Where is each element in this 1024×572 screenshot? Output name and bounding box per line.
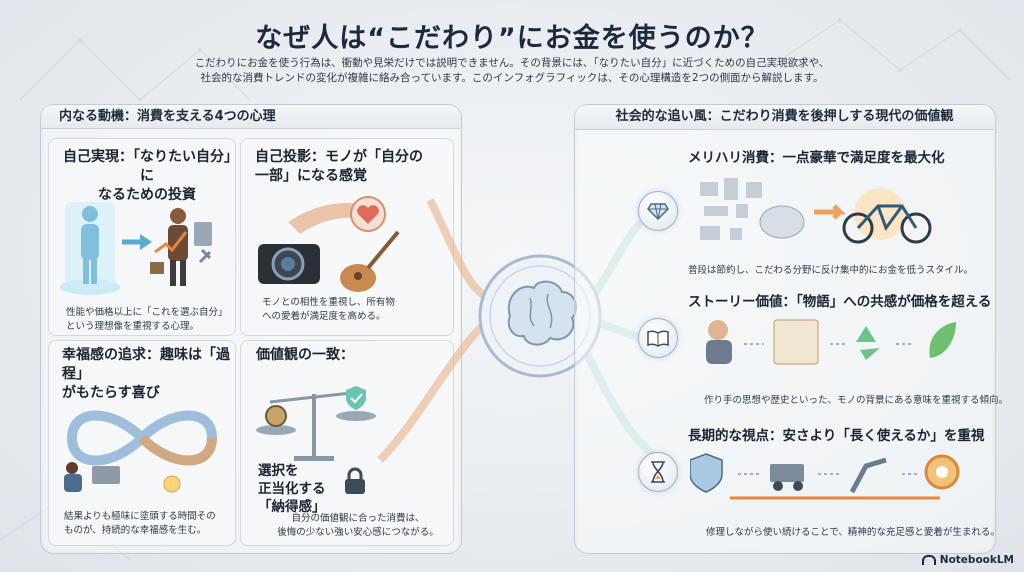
brand-text: NotebookLM (939, 554, 1014, 566)
self-realization-illustration (60, 202, 212, 295)
happiness-illustration (64, 410, 218, 493)
row-longterm-text: 修理しながら使い続けることで、精神的な充足感と愛着が生まれる。 (706, 527, 1000, 538)
right-panel-heading-text: 社会的な追い風：こだわり消費を後押しする現代の価値観 (615, 109, 954, 124)
cell-self-projection-text: モノとの相性を重視し、所有物 への愛着が満足度を高める。 (262, 297, 395, 322)
cell-happiness-title: 幸福感の追求：趣味は「過程」 がもたらす喜び (62, 347, 230, 401)
cell-happiness-text: 結果よりも極味に塗頭する時間その ものが、持続的な幸福感を生む。 (64, 511, 216, 536)
cell-self-realization-title: 自己実現：「なりたい自分」に なるための投資 (63, 149, 231, 203)
longterm-illustration (690, 453, 960, 500)
meriharri-illustration (700, 178, 932, 244)
page-subtitle: こだわりにお金を使う行為は、衝動や見栄だけでは説明できません。その背景には、「な… (194, 57, 830, 84)
right-panel-heading: 社会的な追い風：こだわり消費を後押しする現代の価値観 (575, 105, 994, 130)
cell-values-title: 価値観の一致： (256, 347, 354, 363)
cell-values (240, 340, 454, 546)
brand-label: NotebookLM (921, 554, 1014, 566)
left-panel-heading-text: 内なる動機：消費を支える4つの心理 (59, 109, 276, 124)
brand-logo-icon (921, 555, 936, 565)
cell-values-text: 自分の価値観に合った消費は、 後悔の少ない強い安心感につながる。 (277, 513, 439, 538)
row-meriharri-title: メリハリ消費：一点豪華で満足度を最大化 (688, 150, 945, 166)
row-story-text: 作り手の思想や歴史といった、モノの背景にある意味を重視する傾向。 (704, 395, 1009, 406)
cell-values-subtitle: 選択を 正当化する 「納得感」 (258, 463, 326, 515)
book-icon (638, 318, 678, 358)
balance-scale-illustration (256, 386, 376, 461)
brain-icon (478, 254, 602, 378)
lock-icon (345, 467, 365, 494)
cell-self-realization-text: 性能や価格以上に「これを選ぶ自分」 という理想像を重視する心理。 (66, 307, 228, 332)
page-title: なぜ人は“こだわり”にお金を使うのか？ (255, 23, 769, 54)
diamond-icon (638, 191, 678, 231)
self-projection-illustration (258, 196, 400, 292)
story-illustration (706, 319, 956, 365)
row-meriharri-text: 普段は節約し、こだわる分野に反け集中的にお金を低うスタイル。 (688, 265, 974, 276)
hourglass-icon (638, 452, 678, 492)
cell-self-projection (240, 138, 454, 336)
cell-self-projection-title: 自己投影：モノが「自分の 一部」になる感覚 (255, 149, 423, 184)
row-story-title: ストーリー価値：「物語」への共感が価格を超える (688, 294, 992, 310)
row-longterm-title: 長期的な視点：安さより「長く使えるか」を重視 (688, 428, 985, 444)
left-panel-heading: 内なる動機：消費を支える4つの心理 (41, 105, 460, 129)
